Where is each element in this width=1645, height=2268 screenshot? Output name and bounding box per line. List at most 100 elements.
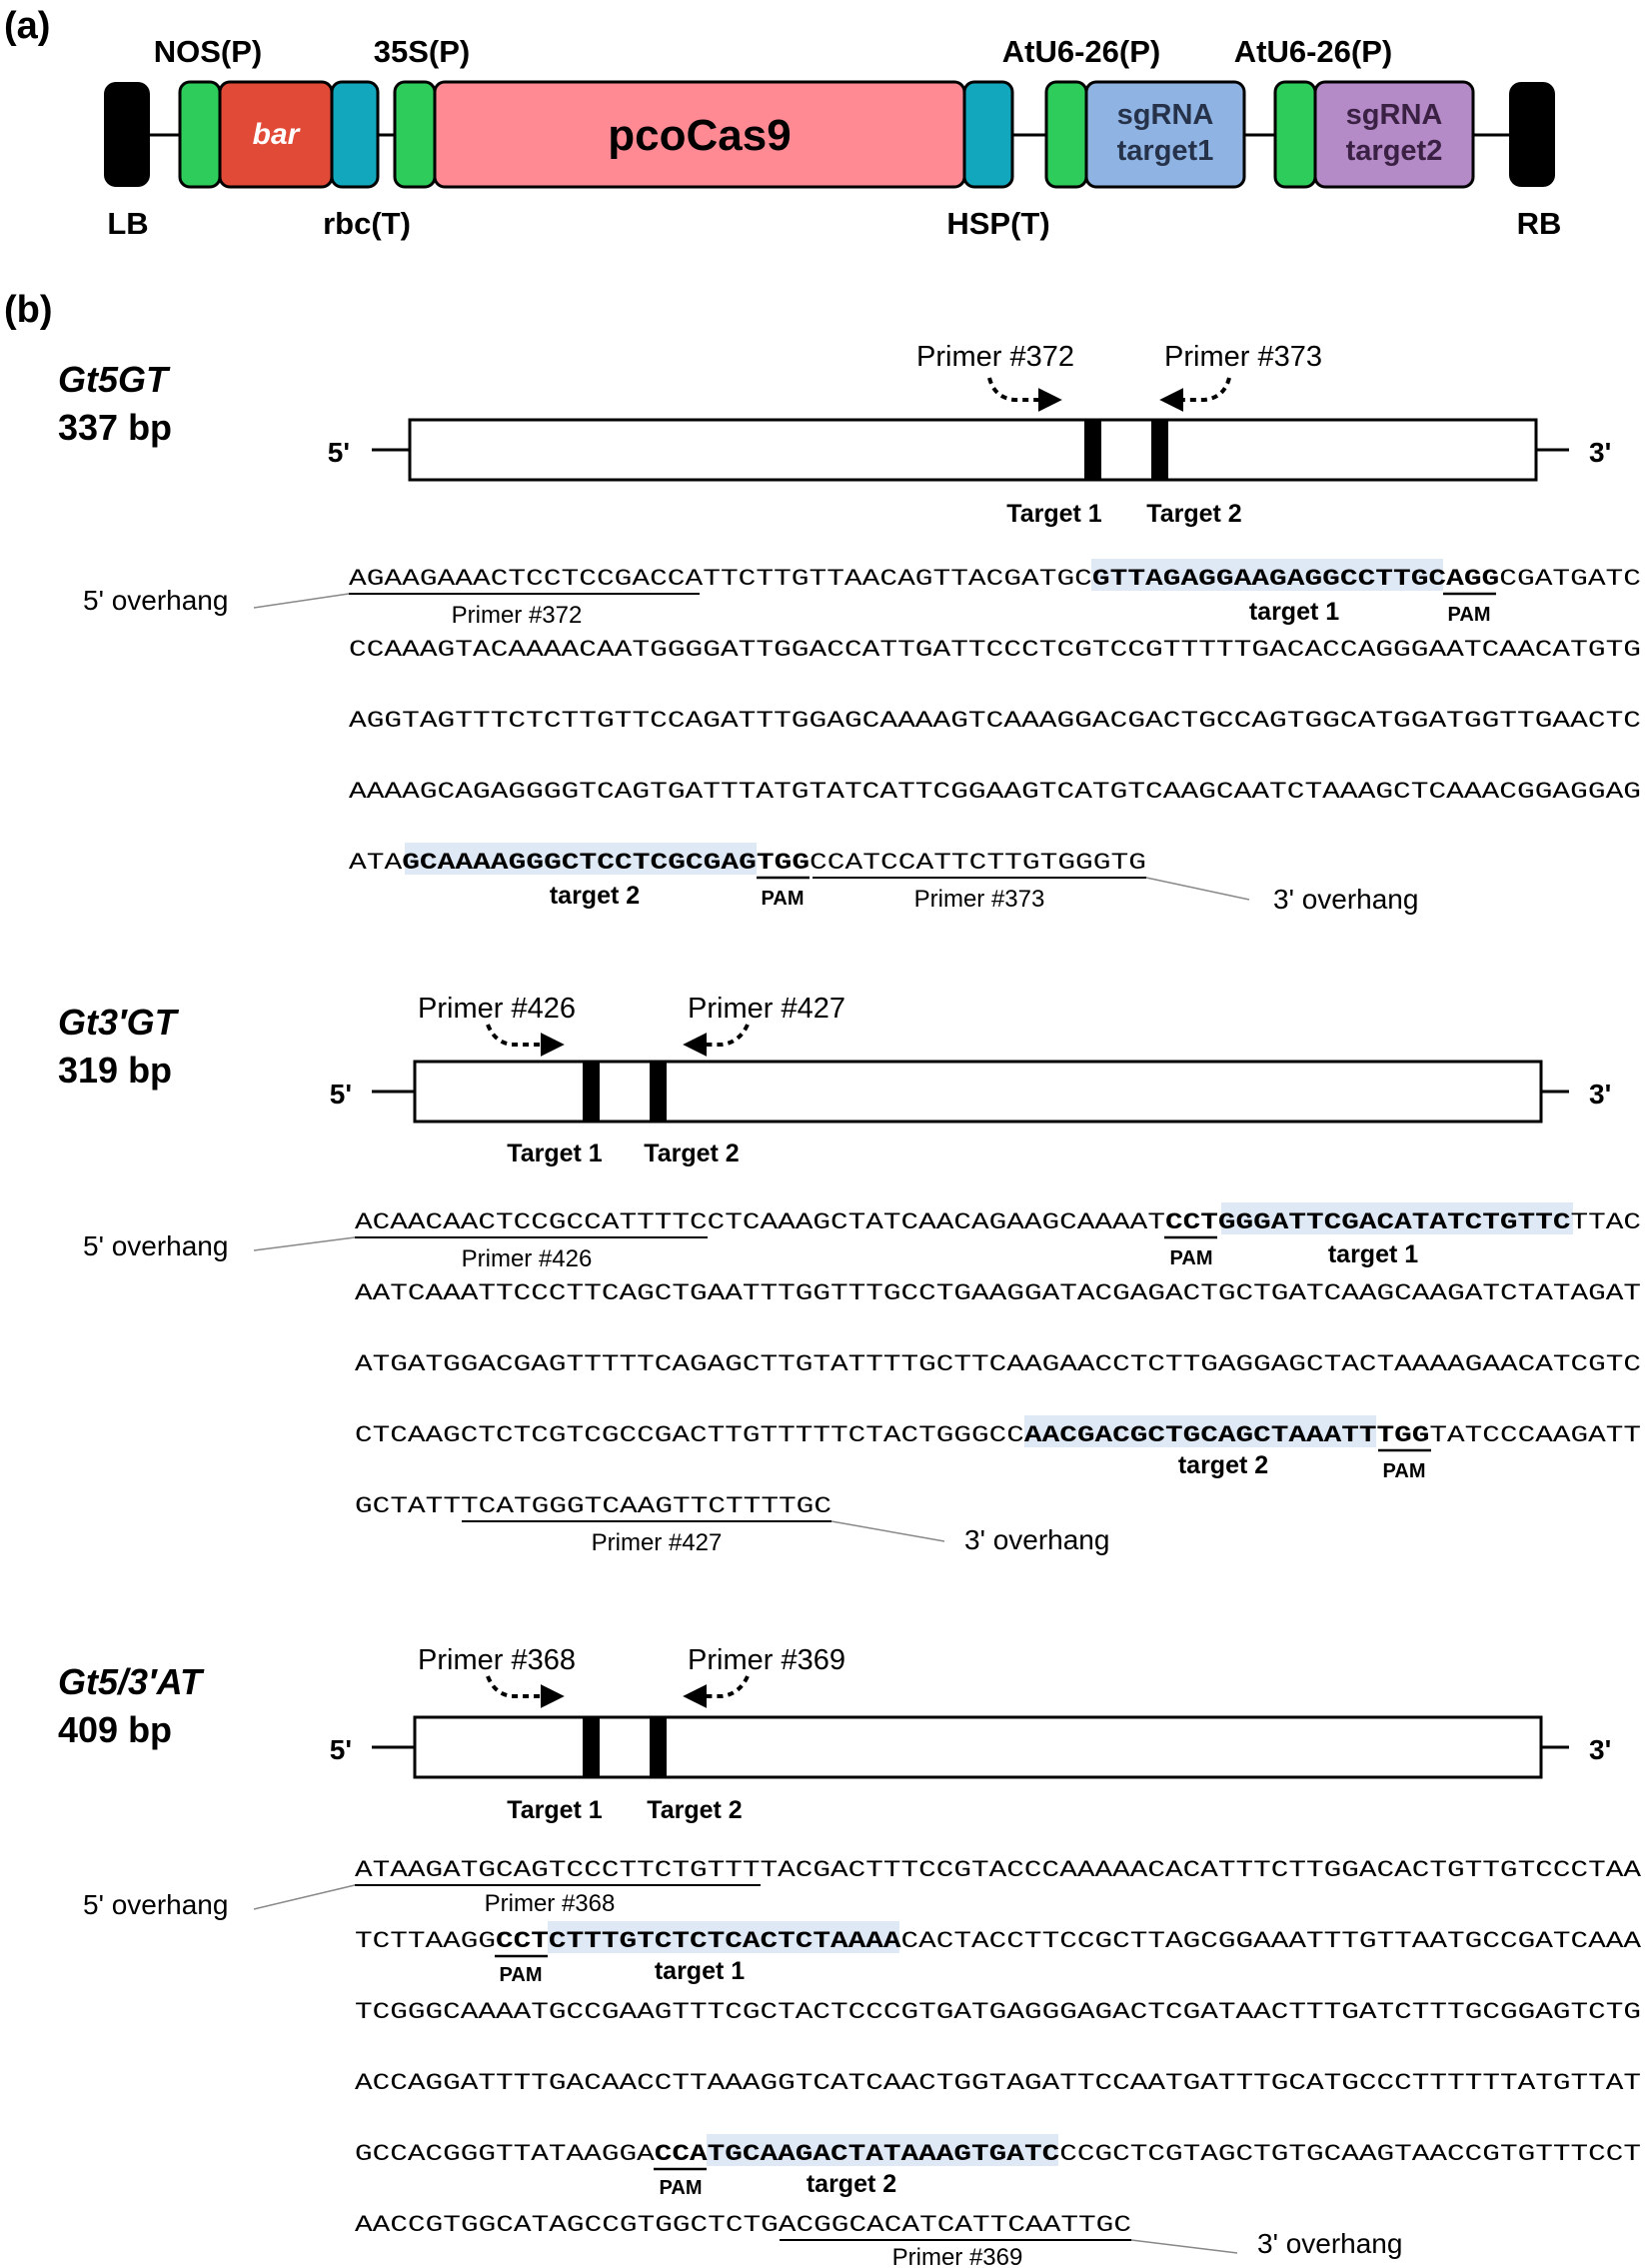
gene-size: 409 bp: [58, 1709, 172, 1750]
sgrna2-label-line2: target2: [1346, 135, 1443, 167]
sequence-line: CCAAAGTACAAAACAATGGGGATTGGACCATTGATTCCCT…: [349, 637, 1641, 664]
target-highlight: [1091, 559, 1443, 591]
reverse-primer-arrow: [1159, 377, 1231, 412]
rbc-terminator-label: rbc(T): [323, 206, 411, 241]
target-highlight: [707, 2134, 1058, 2166]
reverse-primer-label: Primer #369: [688, 1644, 845, 1676]
target-label: target 1: [1249, 598, 1339, 626]
pam-label: PAM: [1170, 1247, 1213, 1269]
five-prime-label: 5': [330, 1079, 352, 1110]
reverse-primer-arrow: [683, 1675, 750, 1708]
target-label: target 2: [807, 2170, 896, 2198]
three-overhang-label: 3' overhang: [1257, 2228, 1402, 2259]
three-overhang-label: 3' overhang: [1273, 884, 1418, 915]
left-border-label: LB: [107, 206, 148, 241]
hsp-terminator-block: [962, 80, 1014, 189]
rbc-terminator-block: [330, 80, 380, 189]
forward-primer-arrow: [987, 377, 1062, 412]
primer-label: Primer #372: [452, 602, 583, 629]
sequence-line: AGGTAGTTTCTCTTGTTCCAGATTTGGAGCAAAAGTCAAA…: [349, 708, 1641, 735]
target-highlight: [548, 1921, 899, 1953]
target-2-label: Target 2: [647, 1796, 742, 1824]
right-border-block: [1509, 82, 1555, 187]
three-overhang-leader: [1130, 2239, 1238, 2254]
sgrna1-label-line2: target1: [1117, 135, 1214, 167]
five-overhang-leader: [253, 1236, 356, 1251]
target-1-marker: [1084, 420, 1101, 480]
target-2-label: Target 2: [644, 1139, 739, 1167]
three-prime-label: 3': [1589, 1734, 1611, 1765]
three-prime-label: 3': [1589, 1079, 1611, 1110]
sequence-line: AATCAAATTCCCTTCAGCTGAATTTGGTTTGCCTGAAGGA…: [355, 1280, 1641, 1307]
gene-box: [408, 418, 1538, 482]
panel-label-b: (b): [4, 289, 53, 331]
forward-primer-arrow: [486, 1675, 565, 1708]
five-overhang-label: 5' overhang: [83, 585, 228, 616]
u6-promoter-2-block: [1273, 80, 1317, 189]
gene-name: Gt3′GT: [58, 1002, 180, 1043]
promoter-35s-label: 35S(P): [374, 34, 470, 69]
three-prime-label: 3': [1589, 437, 1611, 468]
target-label: target 2: [1178, 1451, 1268, 1479]
pam-label: PAM: [1448, 604, 1491, 626]
left-border-block: [104, 82, 150, 187]
gene-name: Gt5/3′AT: [58, 1661, 205, 1702]
target-2-marker: [1151, 420, 1168, 480]
primer-label: Primer #373: [914, 886, 1045, 913]
five-overhang-label: 5' overhang: [83, 1889, 228, 1920]
gene-block-gt3gt: Gt3′GT 319 bp 5' 3' Primer #426 Primer #…: [58, 993, 1641, 1556]
target-1-marker: [583, 1717, 600, 1777]
forward-primer-label: Primer #372: [916, 341, 1074, 373]
gene-box: [413, 1060, 1543, 1124]
nos-promoter-label: NOS(P): [154, 34, 263, 69]
sequence-line: TCGGGCAAAATGCCGAAGTTTCGCTACTCCCGTGATGAGG…: [355, 1999, 1641, 2026]
five-overhang-label: 5' overhang: [83, 1230, 228, 1261]
target-highlight: [1024, 1415, 1376, 1447]
forward-primer-label: Primer #426: [418, 993, 576, 1025]
gene-name: Gt5GT: [58, 359, 171, 400]
primer-label: Primer #369: [892, 2244, 1023, 2268]
reverse-primer-label: Primer #427: [688, 993, 845, 1025]
pam-label: PAM: [1383, 1460, 1426, 1482]
target-2-marker: [650, 1062, 667, 1122]
sequence-line: AAAAGCAGAGGGGTCAGTGATTTATGTATCATTCGGAAGT…: [349, 779, 1641, 806]
hsp-terminator-label: HSP(T): [946, 206, 1049, 241]
gene-size: 319 bp: [58, 1050, 172, 1091]
cas9-label: pcoCas9: [608, 111, 791, 160]
promoter-35s-block: [393, 80, 437, 189]
primer-label: Primer #368: [485, 1890, 616, 1917]
gene-box: [413, 1715, 1543, 1779]
u6-promoter-1-block: [1044, 80, 1088, 189]
three-overhang-label: 3' overhang: [964, 1524, 1109, 1555]
target-label: target 1: [1328, 1240, 1418, 1268]
panel-a: (a) NOS(P) 35S(P) AtU6-26(P) AtU6-26(P) …: [4, 5, 1561, 241]
sequence-line: ACCAGGATTTTGACAACCTTAAAGGTCATCAACTGGTAGA…: [355, 2070, 1641, 2097]
sgrna-target2-block: [1313, 80, 1475, 189]
primer-label: Primer #427: [592, 1529, 723, 1556]
panel-label-a: (a): [4, 5, 50, 47]
gene-block-gt53at: Gt5/3′AT 409 bp 5' 3' Primer #368 Primer…: [58, 1644, 1642, 2268]
sgrna2-label-line1: sgRNA: [1346, 99, 1443, 131]
target-1-label: Target 1: [507, 1139, 602, 1167]
u6-promoter-1-label: AtU6-26(P): [1002, 34, 1160, 69]
target-label: target 1: [655, 1957, 745, 1985]
bar-gene-label: bar: [253, 118, 302, 151]
u6-promoter-2-label: AtU6-26(P): [1234, 34, 1392, 69]
three-overhang-leader: [830, 1520, 945, 1542]
forward-primer-label: Primer #368: [418, 1644, 576, 1676]
five-prime-label: 5': [330, 1734, 352, 1765]
sgrna1-label-line1: sgRNA: [1117, 99, 1214, 131]
target-highlight: [1221, 1202, 1573, 1234]
gene-block-gt5gt: Gt5GT 337 bp 5' 3' Primer #372 Primer #3…: [58, 341, 1641, 915]
forward-primer-arrow: [486, 1024, 565, 1057]
five-overhang-leader: [253, 593, 350, 609]
